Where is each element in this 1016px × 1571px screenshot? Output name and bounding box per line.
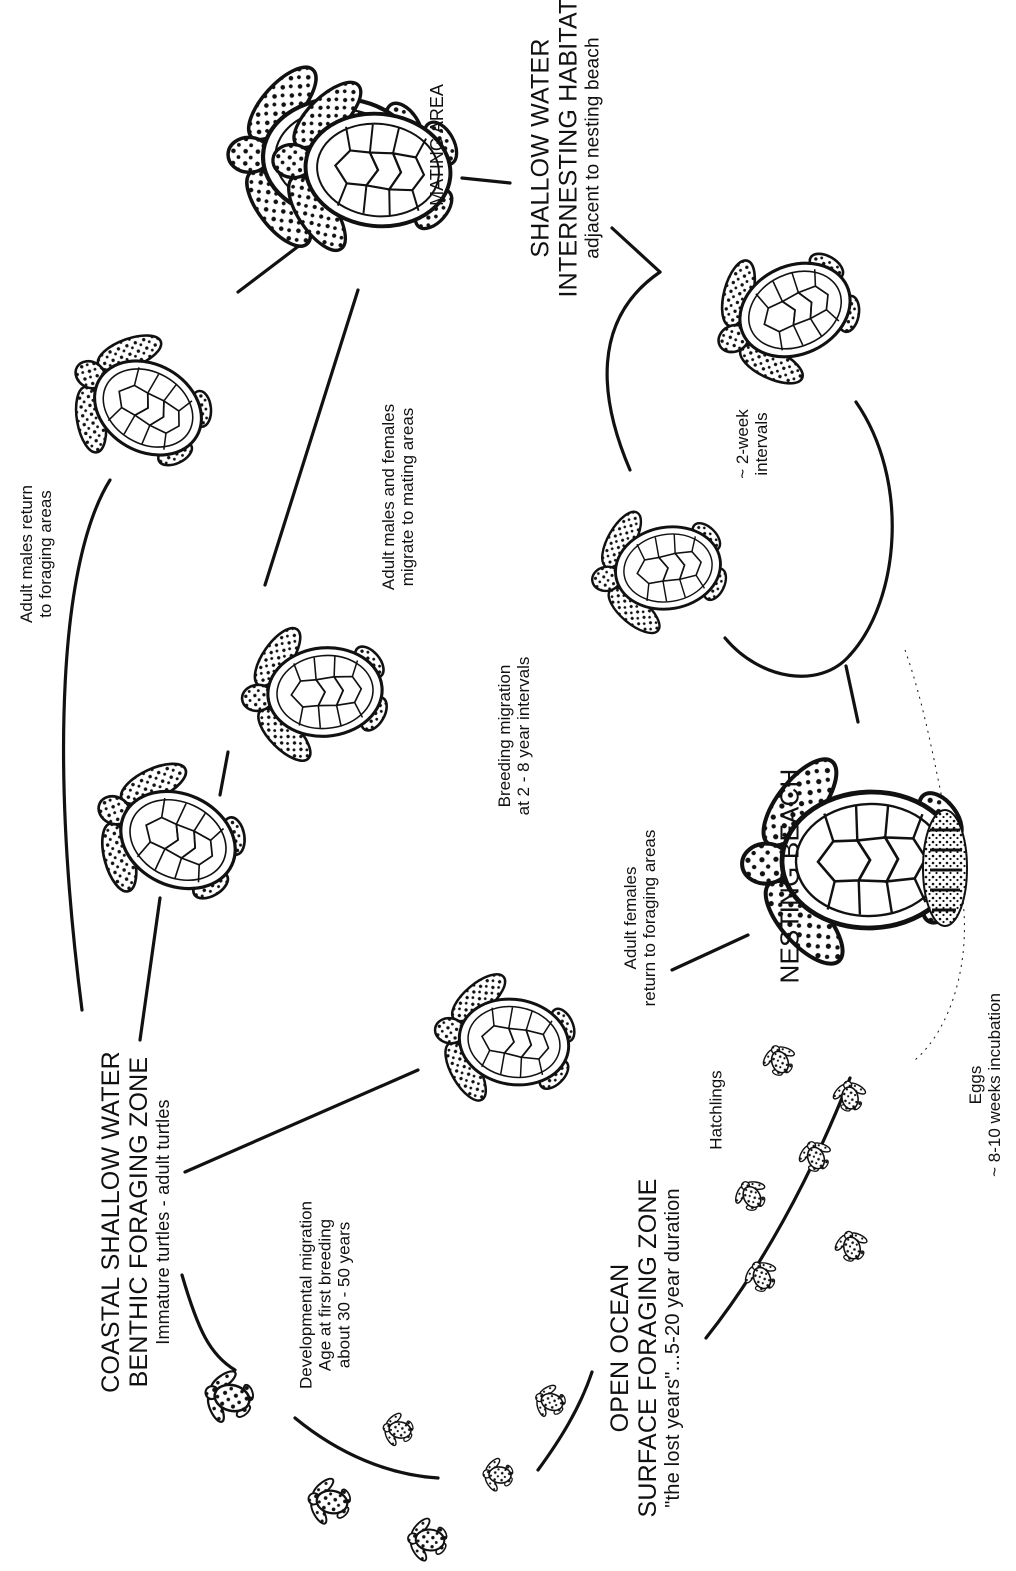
shallow-water-line2: INTERNESTING HABITAT <box>554 0 582 297</box>
shallow-water-label: SHALLOW WATER INTERNESTING HABITAT adjac… <box>526 0 603 297</box>
breeding-migration-label: Breeding migration at 2 - 8 year interva… <box>495 657 533 816</box>
shallow-water-line1: SHALLOW WATER <box>526 0 554 297</box>
adults-migrate-label: Adult males and females migrate to matin… <box>379 404 417 590</box>
eggs-line2: ~ 8-10 weeks incubation <box>985 993 1004 1177</box>
adult-females-return-label: Adult females return to foraging areas <box>621 830 659 1007</box>
line-females-to-zone <box>185 1070 418 1172</box>
line-developmental-arc <box>295 1418 438 1478</box>
developmental-migration-line1: Developmental migration <box>296 1201 315 1389</box>
adult-turtle-icon <box>580 490 739 649</box>
hatchling-icon <box>793 1136 838 1177</box>
coastal-zone-line2: BENTHIC FORAGING ZONE <box>125 1051 153 1393</box>
developmental-migration-label: Developmental migration Age at first bre… <box>296 1201 353 1389</box>
line-breeding-to-zone <box>140 898 160 1040</box>
adults-migrate-line1: Adult males and females <box>379 404 398 590</box>
adult-turtle-icon <box>67 734 272 939</box>
line-beach-to-females <box>672 935 748 970</box>
hatchling-icon <box>406 1515 450 1565</box>
open-ocean-line3: "the lost years"...5-20 year duration <box>662 1179 684 1518</box>
line-breeding-diagonal <box>265 290 358 585</box>
eggs-label: Eggs ~ 8-10 weeks incubation <box>966 993 1004 1177</box>
hatchling-icon <box>304 1473 355 1531</box>
hatchling-icon <box>481 1455 515 1494</box>
line-hatchling-trail <box>706 1078 850 1338</box>
open-ocean-line1: OPEN OCEAN <box>606 1179 634 1518</box>
adult-males-return-line1: Adult males return <box>17 485 36 623</box>
hatchling-icon <box>757 1040 802 1081</box>
developmental-migration-line2: Age at first breeding <box>315 1201 334 1389</box>
open-ocean-label: OPEN OCEAN SURFACE FORAGING ZONE "the lo… <box>606 1179 684 1518</box>
line-mating-to-shallow <box>462 178 510 183</box>
line-zone-to-developmental <box>182 1275 235 1370</box>
adult-turtle-icon <box>423 958 589 1123</box>
hatchling-icon <box>829 1078 870 1115</box>
shallow-water-line3: adjacent to nesting beach <box>582 0 603 297</box>
developmental-migration-line3: about 30 - 50 years <box>335 1201 354 1389</box>
line-males-to-mating <box>238 245 300 292</box>
eggs-line1: Eggs <box>966 993 985 1177</box>
adult-turtle-icon <box>236 612 397 773</box>
adult-males-return-line2: to foraging areas <box>36 485 55 623</box>
line-interval-bottom <box>725 638 850 676</box>
line-lost-years-arc <box>538 1372 592 1470</box>
hatchlings-label: Hatchlings <box>706 1070 725 1149</box>
line-foraging-to-males <box>64 480 110 1010</box>
adult-females-return-line1: Adult females <box>621 830 640 1007</box>
mating-area-label: MATING AREA <box>427 84 447 206</box>
breeding-migration-line1: Breeding migration <box>495 657 514 816</box>
hatchling-icon <box>198 1363 261 1432</box>
line-shallow-loop-top <box>612 228 660 272</box>
line-breeding-lower <box>220 752 228 795</box>
adult-males-return-label: Adult males return to foraging areas <box>17 485 55 623</box>
coastal-zone-label: COASTAL SHALLOW WATER BENTHIC FORAGING Z… <box>97 1051 173 1393</box>
nesting-beach-label: NESTING BEACH <box>775 769 804 984</box>
hatchling-icon <box>380 1409 417 1450</box>
line-interval-right <box>850 402 892 655</box>
adult-females-return-line2: return to foraging areas <box>640 830 659 1007</box>
egg-clutch-icon <box>923 810 967 926</box>
breeding-migration-line2: at 2 - 8 year intervals <box>514 657 533 816</box>
hatchling-icon <box>830 1227 873 1266</box>
line-interval-left <box>607 272 660 470</box>
two-week-line2: intervals <box>752 409 771 478</box>
adult-turtle-icon <box>41 304 241 504</box>
two-week-line1: ~ 2-week <box>733 409 752 478</box>
coastal-zone-line1: COASTAL SHALLOW WATER <box>97 1051 125 1393</box>
hatchling-icon <box>530 1379 571 1424</box>
adult-turtle-icon <box>688 215 886 412</box>
hatchling-icon <box>728 1173 775 1218</box>
coastal-zone-line3: Immature turtles - adult turtles <box>153 1051 173 1393</box>
line-shallow-to-beach <box>846 666 858 722</box>
open-ocean-line2: SURFACE FORAGING ZONE <box>634 1179 662 1518</box>
two-week-intervals-label: ~ 2-week intervals <box>733 409 771 478</box>
adults-migrate-line2: migrate to mating areas <box>398 404 417 590</box>
